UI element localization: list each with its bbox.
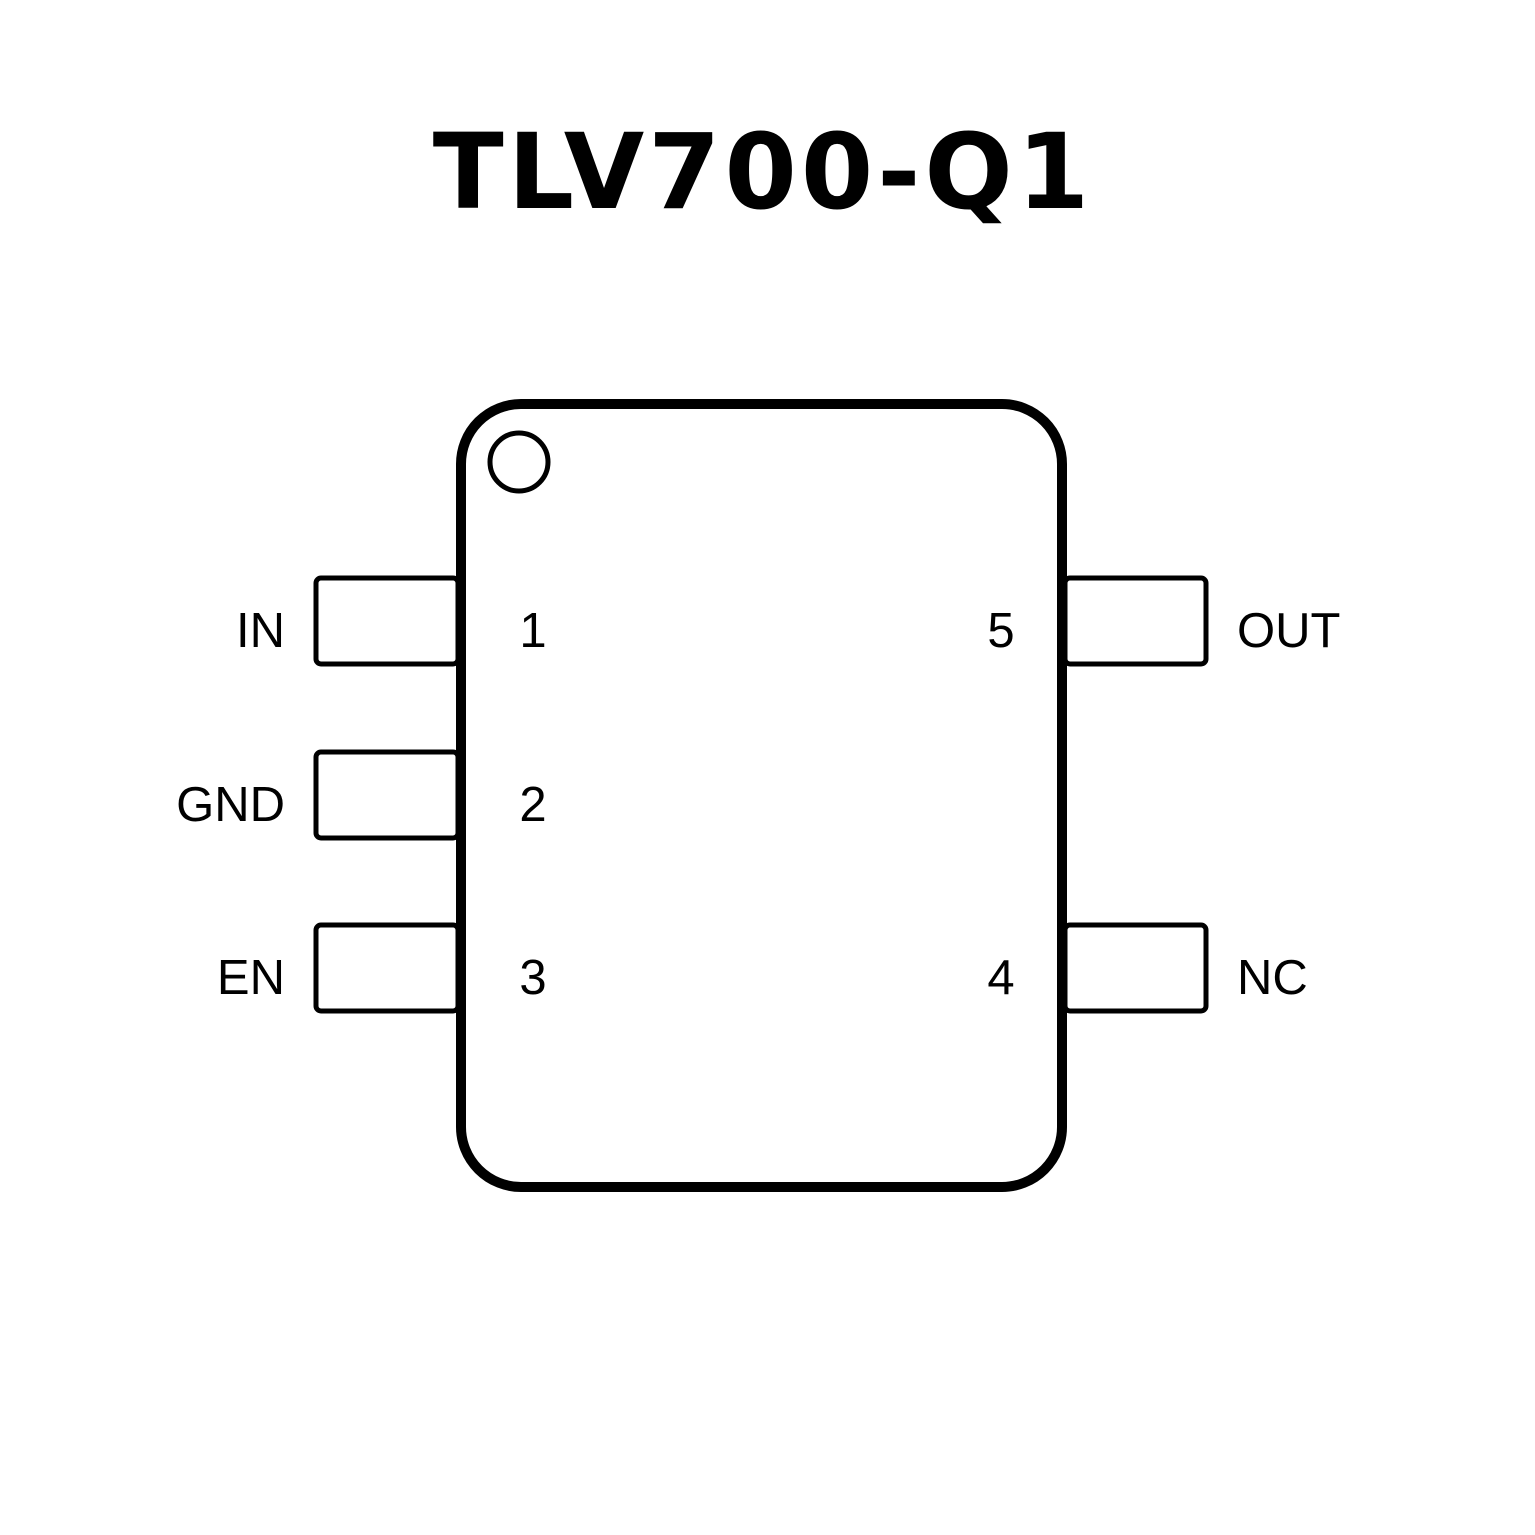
pin-3: EN 3 bbox=[217, 922, 547, 1014]
pin-pad bbox=[1062, 922, 1209, 1014]
pin-number: 3 bbox=[519, 951, 546, 1005]
pin-name: IN bbox=[236, 604, 285, 658]
pin-pad bbox=[313, 749, 461, 841]
pin1-indicator-icon bbox=[487, 430, 551, 494]
pin-number: 2 bbox=[519, 778, 546, 832]
package-body bbox=[456, 399, 1067, 1192]
pin-name: OUT bbox=[1237, 604, 1340, 658]
pin-name: EN bbox=[217, 951, 285, 1005]
pin-number: 5 bbox=[987, 604, 1014, 658]
pin-pad bbox=[313, 922, 461, 1014]
pin-4: NC 4 bbox=[987, 922, 1308, 1014]
pin-2: GND 2 bbox=[176, 749, 547, 841]
pin-5: OUT 5 bbox=[987, 575, 1340, 667]
pin-number: 1 bbox=[519, 604, 546, 658]
pin-name: NC bbox=[1237, 951, 1308, 1005]
chip-title: TLV700-Q1 bbox=[433, 111, 1093, 233]
pin-pad bbox=[1062, 575, 1209, 667]
pin-pad bbox=[313, 575, 461, 667]
pin-1: IN 1 bbox=[236, 575, 547, 667]
pin-number: 4 bbox=[987, 951, 1014, 1005]
pin-name: GND bbox=[176, 778, 285, 832]
